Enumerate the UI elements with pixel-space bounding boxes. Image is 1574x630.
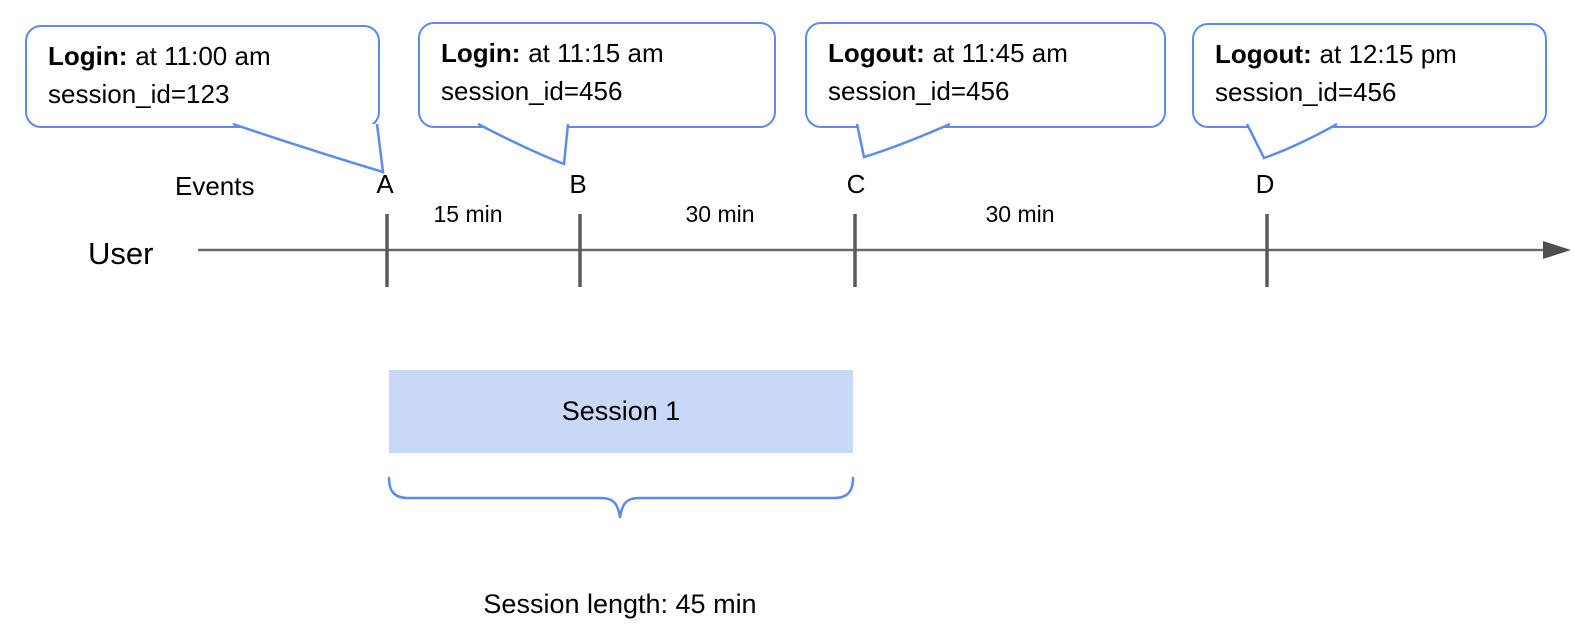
callout-login-b: Login:at 11:15 am session_id=456: [418, 22, 776, 128]
marker-c: C: [846, 169, 866, 199]
event-type-label: Logout:: [1215, 39, 1312, 69]
callout-event-line: Login:at 11:15 am: [441, 34, 774, 72]
session-id-label: session_id=456: [828, 76, 1010, 106]
session-bar-label: Session 1: [561, 396, 681, 426]
callout-event-line: Logout:at 11:45 am: [828, 34, 1164, 72]
callout-event-line: Login:at 11:00 am: [48, 37, 378, 75]
callout-tail-d: [1245, 122, 1338, 160]
marker-d: D: [1255, 169, 1275, 199]
event-type-label: Login:: [48, 41, 128, 71]
callout-event-line: Logout:at 12:15 pm: [1215, 35, 1545, 73]
marker-a: A: [376, 169, 394, 199]
callout-tail-c: [855, 122, 951, 159]
event-type-label: Logout:: [828, 38, 925, 68]
event-time-label: at 11:15 am: [528, 38, 664, 68]
event-time-label: at 12:15 pm: [1319, 39, 1457, 69]
session-id-label: session_id=456: [1215, 77, 1397, 107]
callout-logout-d: Logout:at 12:15 pm session_id=456: [1192, 23, 1547, 128]
callout-login-a: Login:at 11:00 am session_id=123: [25, 25, 380, 128]
event-type-label: Login:: [441, 38, 521, 68]
callout-logout-c: Logout:at 11:45 am session_id=456: [805, 22, 1166, 128]
event-time-label: at 11:45 am: [932, 38, 1068, 68]
events-label: Events: [175, 171, 255, 201]
callout-tail-a: [232, 122, 385, 174]
interval-label-bc: 30 min: [685, 201, 755, 227]
session-brace: [387, 476, 855, 519]
session-id-label: session_id=123: [48, 79, 230, 109]
interval-label-cd: 30 min: [985, 201, 1055, 227]
marker-b: B: [569, 169, 587, 199]
session-id-label: session_id=456: [441, 76, 623, 106]
user-label: User: [88, 236, 154, 271]
session-bar: Session 1: [389, 370, 853, 453]
session-length-label: Session length: 45 min: [483, 589, 757, 619]
interval-label-ab: 15 min: [433, 201, 503, 227]
event-time-label: at 11:00 am: [135, 41, 271, 71]
callout-tail-b: [477, 122, 570, 166]
arrowhead: [1543, 241, 1571, 259]
